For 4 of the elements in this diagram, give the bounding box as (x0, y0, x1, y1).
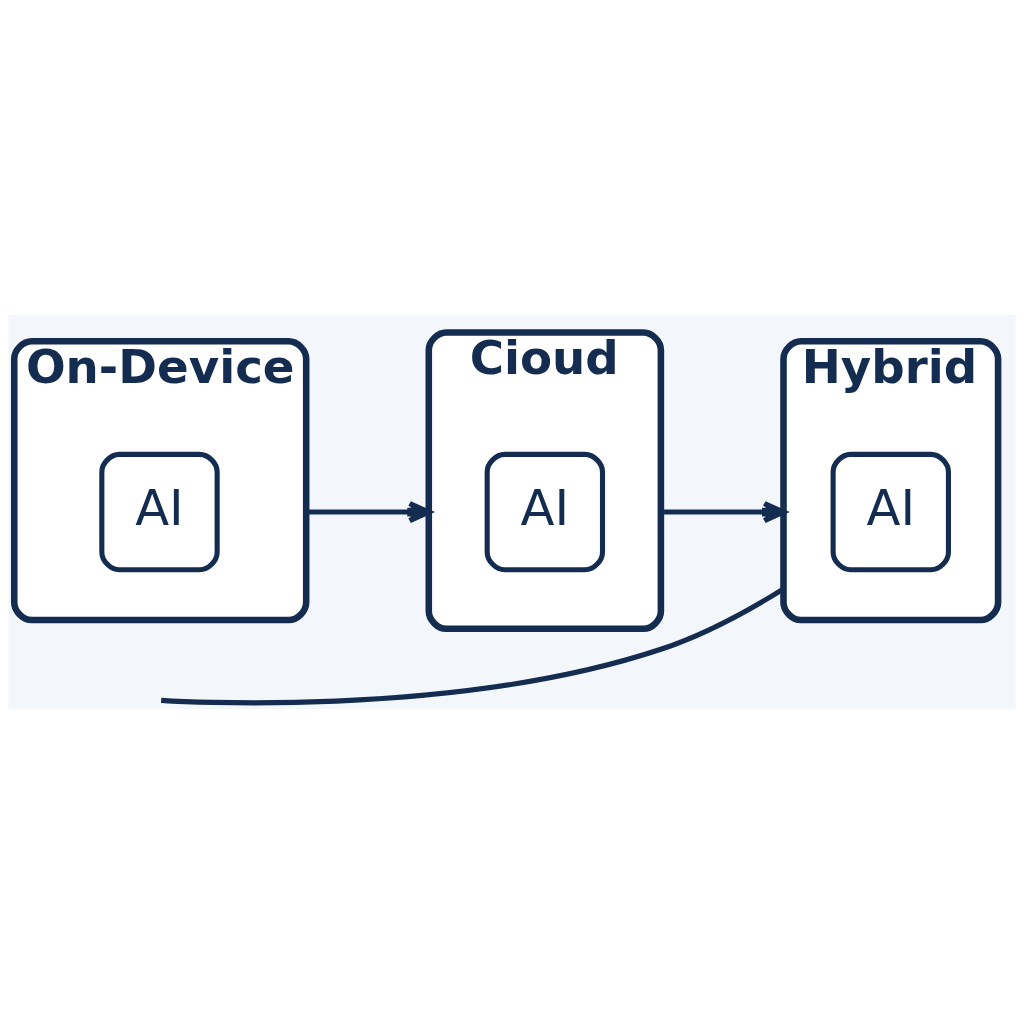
node-box: AI (99, 451, 220, 573)
node-box: AI (830, 451, 951, 573)
arrow (306, 500, 432, 524)
node-box: AI (484, 451, 606, 573)
